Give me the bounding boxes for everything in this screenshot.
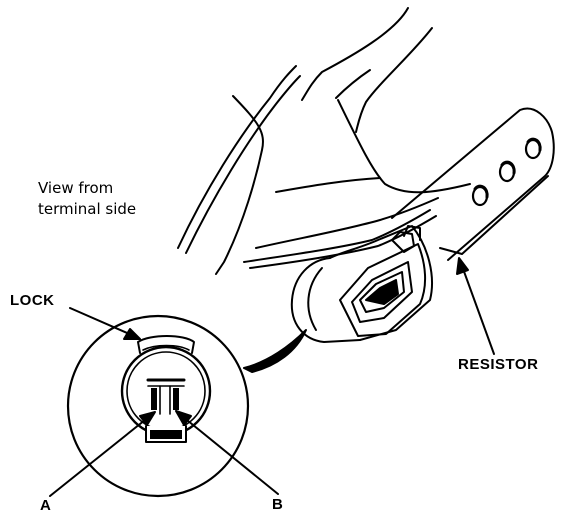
resistor-bracket — [391, 107, 555, 261]
inset-pointer — [243, 329, 307, 373]
resistor-arrowhead — [456, 257, 469, 275]
terminal-view-inset — [66, 314, 307, 498]
leader-arrows — [49, 257, 495, 497]
lock-tab — [137, 335, 195, 354]
view-from-terminal-side-label: View from terminal side — [38, 179, 137, 218]
inset-circle — [66, 314, 250, 498]
resistor-label: RESISTOR — [458, 356, 539, 373]
body-panel-lines — [177, 7, 471, 275]
b-arrowhead — [175, 410, 192, 426]
terminal-a-label: A — [40, 497, 52, 514]
lock-label: LOCK — [10, 292, 55, 309]
lock-arrowhead — [123, 328, 141, 340]
lock-arrow — [69, 307, 135, 337]
a-arrow — [49, 415, 151, 497]
connector-plug — [290, 225, 433, 343]
connector-face — [120, 335, 212, 443]
terminal-b-label: B — [272, 496, 284, 513]
resistor-arrow — [461, 265, 495, 355]
b-arrow — [181, 415, 279, 495]
terminal-pins — [146, 378, 186, 415]
a-arrowhead — [139, 411, 156, 426]
